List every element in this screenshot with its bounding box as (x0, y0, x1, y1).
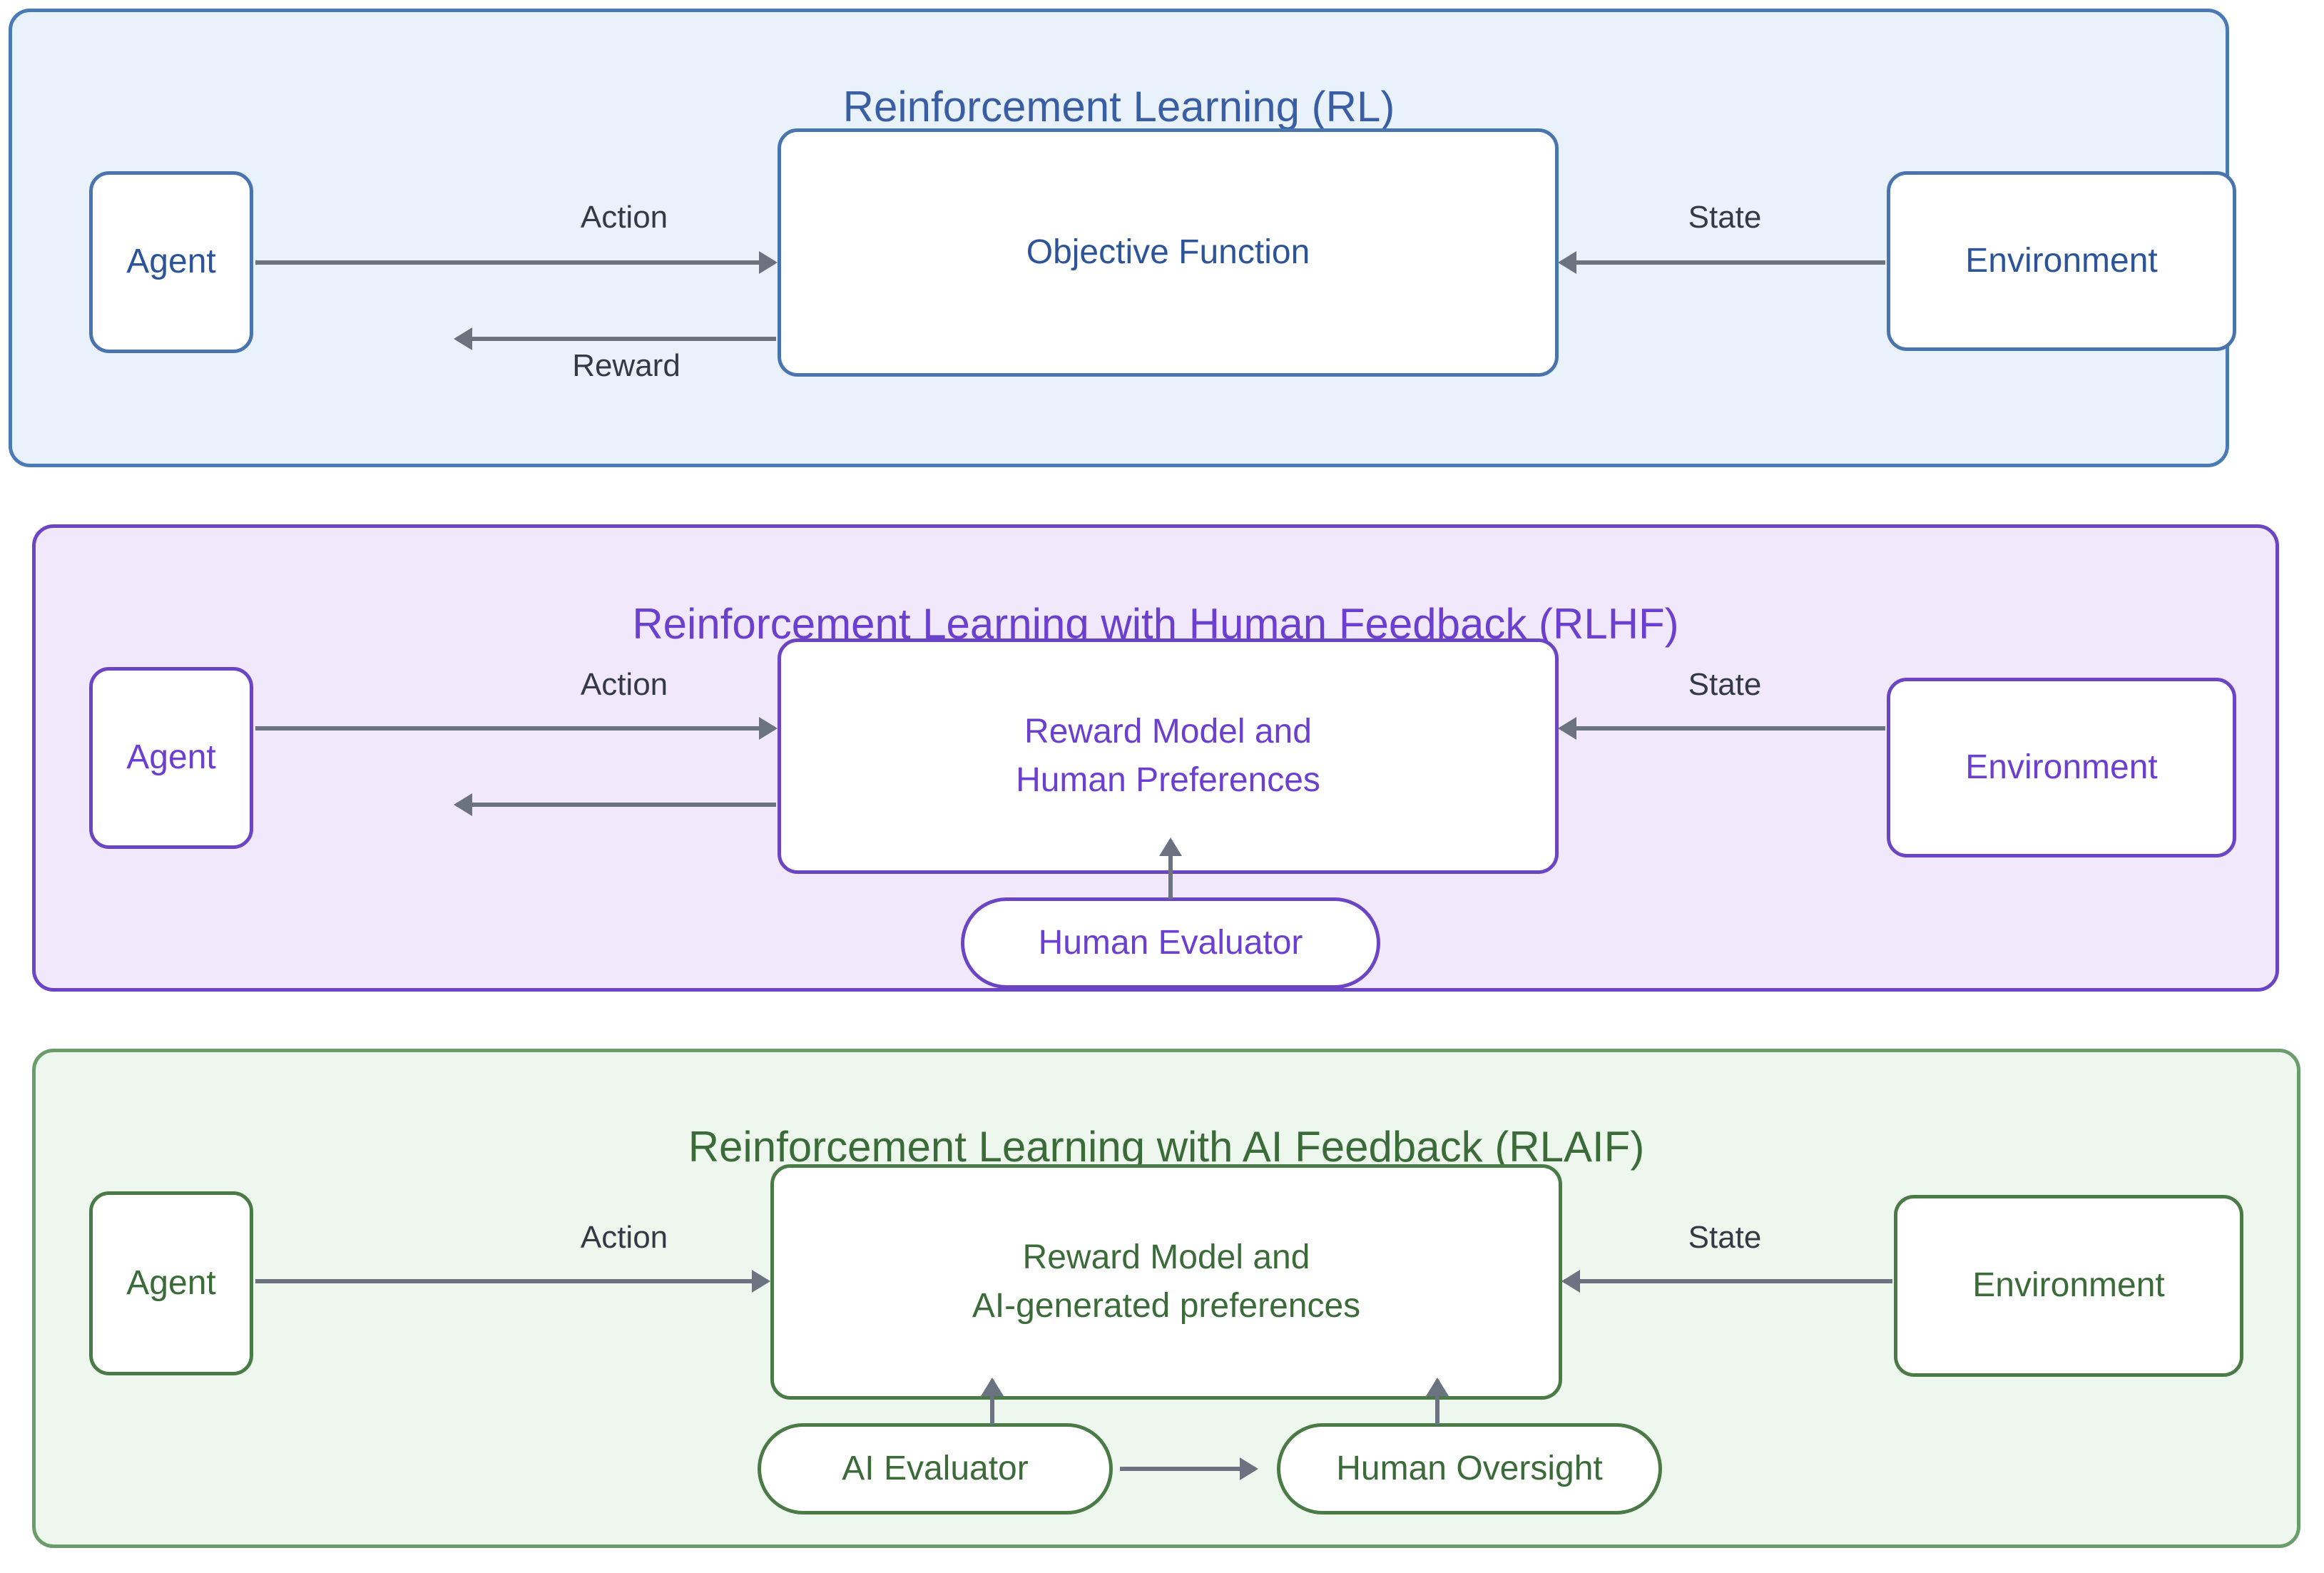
node-label-line2: Human Preferences (1016, 761, 1320, 799)
node-label: Environment (1965, 241, 2158, 280)
node-environment-rlaif[interactable]: Environment (1894, 1195, 2243, 1377)
edge-label-reward-rl: Reward (572, 348, 681, 383)
node-label: Agent (126, 243, 216, 281)
panel-title-rl: Reinforcement Learning (RL) (842, 82, 1395, 131)
node-label: Environment (1972, 1266, 2165, 1305)
node-label: Human Oversight (1336, 1449, 1603, 1487)
node-environment-rlhf[interactable]: Environment (1887, 678, 2236, 857)
arrow-action-rl (255, 260, 775, 265)
node-label-line1: Reward Model and (1022, 1238, 1310, 1276)
edge-label-action-rlhf: Action (580, 667, 668, 702)
arrow-action-rlhf (255, 726, 775, 730)
node-label: Environment (1965, 748, 2158, 786)
panel-title-rlaif: Reinforcement Learning with AI Feedback … (688, 1122, 1645, 1171)
node-reward-model-human-preferences[interactable]: Reward Model and Human Preferences (778, 638, 1559, 874)
node-human-evaluator[interactable]: Human Evaluator (961, 897, 1380, 989)
arrow-ai-evaluator-to-human-oversight (1120, 1467, 1255, 1471)
arrow-action-rlaif (255, 1279, 768, 1283)
node-agent-rl[interactable]: Agent (89, 171, 253, 353)
arrow-state-rlaif (1564, 1279, 1892, 1283)
arrow-reward-rl (457, 337, 776, 341)
edge-label-state-rl: State (1688, 200, 1762, 235)
edge-label-action-rlaif: Action (580, 1220, 668, 1255)
node-label: Agent (126, 738, 216, 777)
arrow-state-rl (1561, 260, 1885, 265)
node-reward-model-ai-preferences[interactable]: Reward Model and AI-generated preference… (770, 1164, 1562, 1400)
edge-label-action-rl: Action (580, 200, 668, 235)
arrow-ai-evaluator-to-reward-model (990, 1380, 994, 1425)
node-label-line2: AI-generated preferences (972, 1287, 1361, 1325)
arrow-human-oversight-to-reward-model (1435, 1380, 1439, 1425)
node-label: Human Evaluator (1038, 923, 1303, 962)
node-agent-rlhf[interactable]: Agent (89, 667, 253, 849)
node-environment-rl[interactable]: Environment (1887, 171, 2236, 351)
edge-label-state-rlaif: State (1688, 1220, 1762, 1255)
node-label: Objective Function (1026, 233, 1310, 271)
node-label: Agent (126, 1263, 216, 1302)
node-objective-function[interactable]: Objective Function (778, 128, 1559, 377)
arrow-human-evaluator-to-reward-model (1168, 840, 1173, 899)
arrow-feedback-rlhf (457, 803, 776, 807)
node-label: AI Evaluator (842, 1449, 1029, 1487)
node-human-oversight[interactable]: Human Oversight (1277, 1423, 1662, 1515)
arrow-state-rlhf (1561, 726, 1885, 730)
node-agent-rlaif[interactable]: Agent (89, 1191, 253, 1375)
edge-label-state-rlhf: State (1688, 667, 1762, 702)
node-label-line1: Reward Model and (1024, 712, 1312, 750)
node-ai-evaluator[interactable]: AI Evaluator (758, 1423, 1113, 1515)
